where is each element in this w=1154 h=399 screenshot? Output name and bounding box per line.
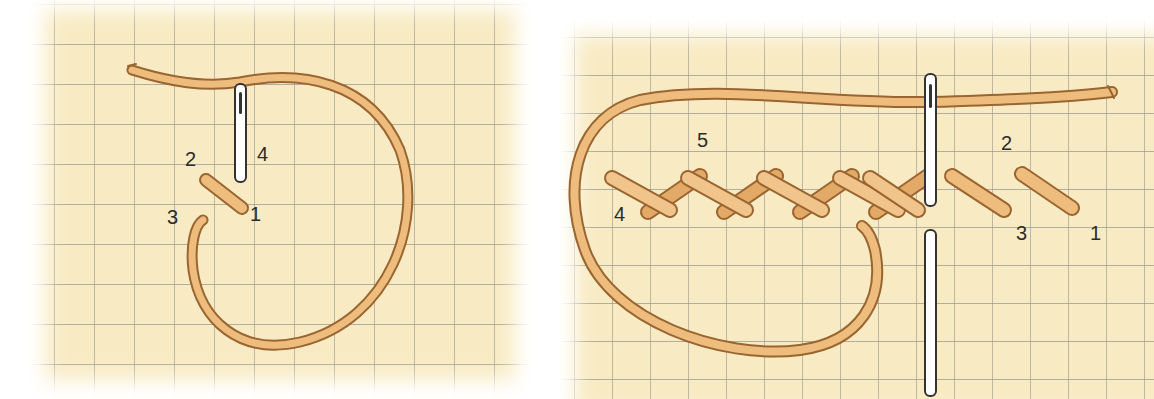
- stitch: [952, 176, 1004, 210]
- callout-number: 2: [1001, 133, 1012, 153]
- stitch: [688, 178, 746, 210]
- callout-number: 1: [250, 204, 261, 224]
- callout-number: 4: [614, 204, 625, 224]
- callout-number: 3: [167, 207, 178, 227]
- stitch: [952, 176, 1004, 210]
- stitch: [870, 178, 918, 210]
- stitch: [1022, 174, 1072, 208]
- callout-number: 5: [697, 130, 708, 150]
- stitch: [764, 178, 822, 210]
- stitch: [688, 178, 746, 210]
- callout-number: 1: [1090, 223, 1101, 243]
- callout-number: 4: [257, 144, 268, 164]
- callout-number: 2: [185, 149, 196, 169]
- stitch: [870, 178, 918, 210]
- callout-number: 3: [1016, 223, 1027, 243]
- stitch: [764, 178, 822, 210]
- stitch: [1022, 174, 1072, 208]
